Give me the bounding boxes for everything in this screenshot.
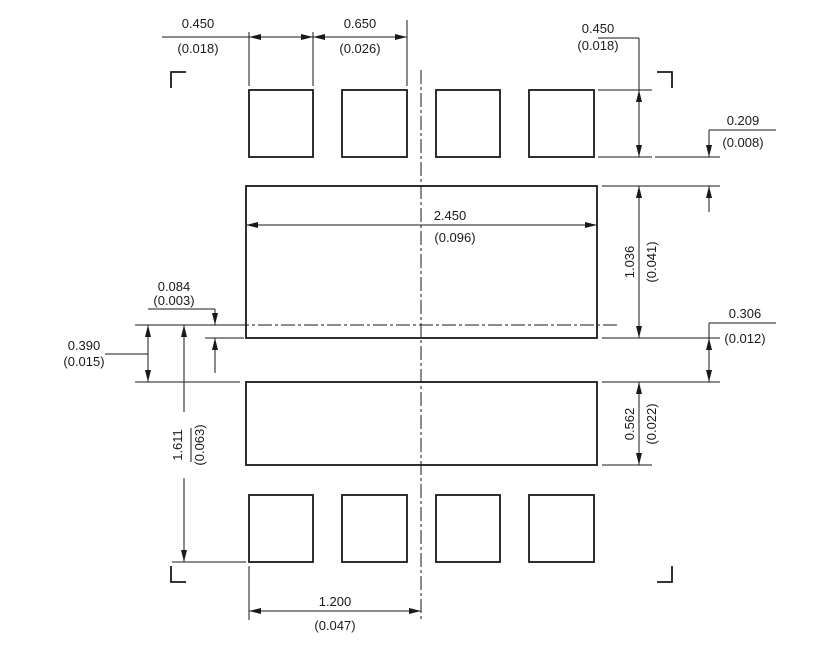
upper-pad-height-inch-label: (0.041)	[644, 241, 659, 282]
pad-pitch-inch-label: (0.026)	[339, 41, 380, 56]
top-pad-2	[341, 89, 408, 158]
center-to-lower-mm-label: 0.390	[68, 338, 101, 353]
centerline-offset-inch-label: (0.003)	[153, 293, 194, 308]
dimension-lower-pad-height: 0.562 (0.022)	[602, 382, 659, 466]
dimension-center-to-lower-pad: 0.390 (0.015)	[63, 324, 240, 383]
top-pad-4	[528, 89, 595, 158]
dimension-pad-height: 0.450 (0.018)	[577, 21, 652, 158]
pad-width-mm-label: 0.450	[182, 16, 215, 31]
pad-width-inch-label: (0.018)	[177, 41, 218, 56]
corner-mark-top-right	[657, 71, 673, 88]
upper-pad-height-mm-label: 1.036	[622, 246, 637, 279]
dimension-center-to-bottom-pads: 1.611 (0.063)	[170, 325, 246, 563]
large-pad-width-mm-label: 2.450	[434, 208, 467, 223]
half-width-mm-label: 1.200	[319, 594, 352, 609]
top-pad-3	[435, 89, 501, 158]
center-to-lower-inch-label: (0.015)	[63, 354, 104, 369]
center-to-bottom-mm-label: 1.611	[170, 429, 185, 461]
centerline-offset-mm-label: 0.084	[158, 279, 191, 294]
corner-mark-bottom-left	[170, 566, 186, 583]
bottom-pad-2	[341, 494, 408, 563]
pad-height-inch-label: (0.018)	[577, 38, 618, 53]
bottom-pad-1	[248, 494, 314, 563]
bottom-pad-3	[435, 494, 501, 563]
bottom-pad-4	[528, 494, 595, 563]
dimension-large-pad-width: 2.450 (0.096)	[246, 208, 597, 245]
large-pad-width-inch-label: (0.096)	[434, 230, 475, 245]
half-width-inch-label: (0.047)	[314, 618, 355, 633]
dimension-pad-pitch: 0.650 (0.026)	[313, 16, 408, 86]
pad-height-mm-label: 0.450	[582, 21, 615, 36]
dimension-half-width: 1.200 (0.047)	[248, 566, 421, 633]
dimension-large-pad-gap: 0.306 (0.012)	[602, 306, 776, 383]
top-pad-1	[248, 89, 314, 158]
center-to-bottom-inch-label: (0.063)	[192, 424, 207, 465]
dimension-pad-width: 0.450 (0.018)	[162, 16, 314, 86]
pad-gap-mm-label: 0.209	[727, 113, 760, 128]
corner-mark-bottom-right	[657, 566, 673, 583]
large-pad-gap-inch-label: (0.012)	[724, 331, 765, 346]
pad-gap-inch-label: (0.008)	[722, 135, 763, 150]
large-pad-gap-mm-label: 0.306	[729, 306, 762, 321]
dimension-upper-pad-height: 1.036 (0.041)	[622, 186, 659, 338]
lower-pad-height-mm-label: 0.562	[622, 408, 637, 441]
pad-pitch-mm-label: 0.650	[344, 16, 377, 31]
corner-mark-top-left	[170, 71, 186, 88]
lower-pad-height-inch-label: (0.022)	[644, 403, 659, 444]
dimension-centerline-offset: 0.084 (0.003)	[148, 279, 244, 373]
dimension-pad-gap-to-large: 0.209 (0.008)	[602, 113, 776, 212]
